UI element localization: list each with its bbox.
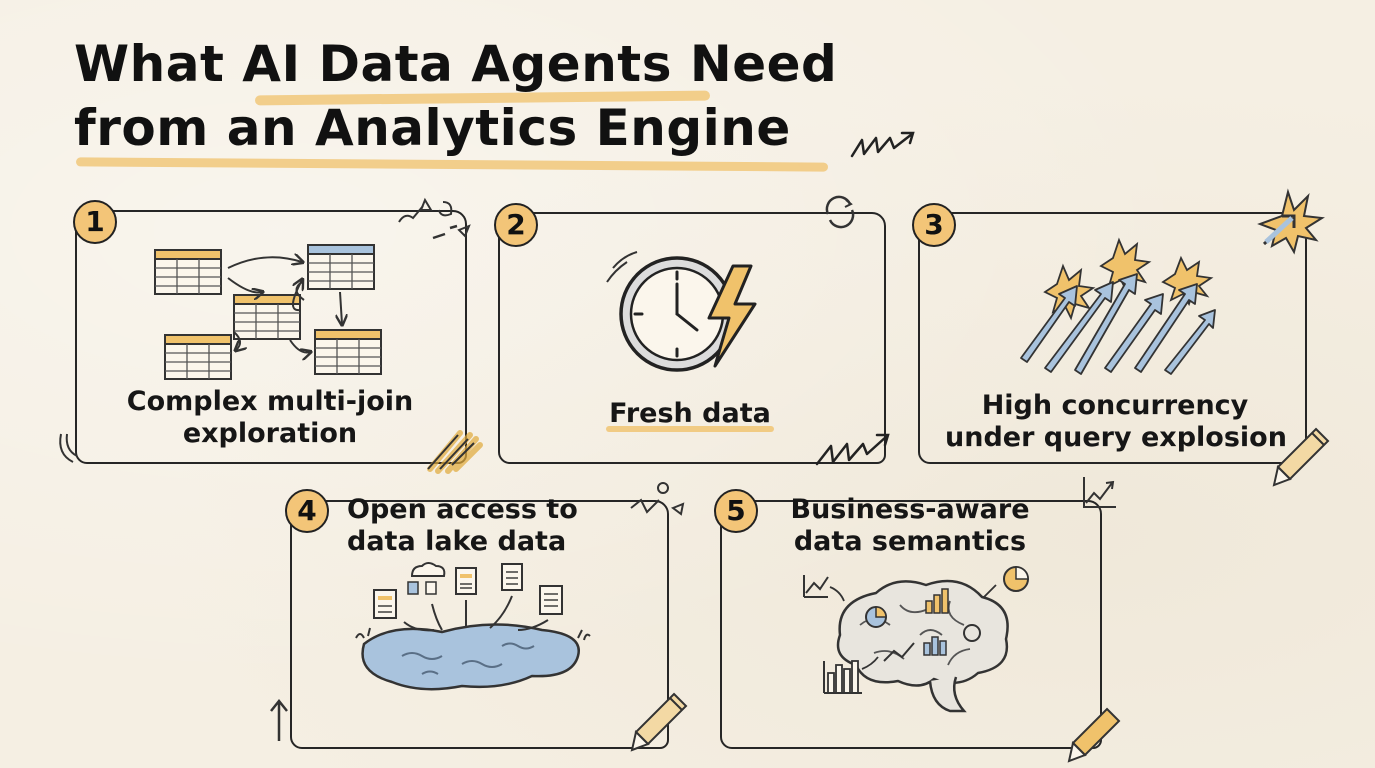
panel-2-label-underline [606,426,774,432]
panel-2-label: Fresh data [530,398,850,430]
panel-1 [75,210,467,464]
page-title: What AI Data Agents Need from an Analyti… [74,32,837,160]
squiggle-arrow-icon [815,433,890,466]
doodle-shapes-icon [398,197,471,240]
clock-lightning-icon [606,251,757,372]
panel-1-label-line-1: Complex multi-join [126,386,414,417]
panel-1-number-badge: 1 [73,200,117,244]
line-chart-icon [1083,477,1116,508]
title-line-2: from an Analytics Engine [74,99,791,157]
pencil-icon [630,692,688,752]
panel-4-label-line-1: Open access to [347,494,578,525]
panel-2-number-badge: 2 [494,203,538,247]
corner-swoosh-icon [59,433,78,463]
panel-4-label: Open access to data lake data [347,494,607,558]
doodle-shapes-icon [630,482,685,516]
panel-3-number-badge: 3 [912,203,956,247]
pencil-icon [1067,707,1121,763]
panel-5-number-badge: 5 [714,489,758,533]
panel-5-label-line-1: Business-aware [790,494,1030,525]
data-lake-icon [355,562,591,691]
panel-1-label-line-2: exploration [182,418,358,449]
panel-2-label-line-1: Fresh data [609,398,771,429]
panel-3-label-line-2: under query explosion [945,422,1287,453]
concurrent-arrows-icon [1020,237,1216,375]
panel-5-label-line-2: data semantics [793,526,1027,557]
title-line-1: What AI Data Agents Need [74,35,838,93]
refresh-cycle-icon [825,195,855,229]
panel-2 [498,212,886,464]
squiggle-arrow-icon [850,131,915,158]
panel-5 [720,500,1102,749]
corner-arrow-icon [270,698,288,741]
pencil-icon [1272,427,1330,487]
hatch-scribble-icon [427,430,483,474]
panel-5-label: Business-aware data semantics [770,494,1050,558]
burst-arrow-icon [1257,188,1325,255]
multi-join-tables-icon [154,244,382,380]
panel-3 [918,212,1307,464]
panel-1-label: Complex multi-join exploration [110,386,430,450]
panel-3-label: High concurrency under query explosion [945,390,1287,454]
panel-4-label-line-2: data lake data [347,526,567,557]
panel-3-label-line-1: High concurrency [981,390,1249,421]
panel-4 [290,500,669,749]
panel-4-number-badge: 4 [285,489,329,533]
brain-analytics-icon [803,566,1029,713]
